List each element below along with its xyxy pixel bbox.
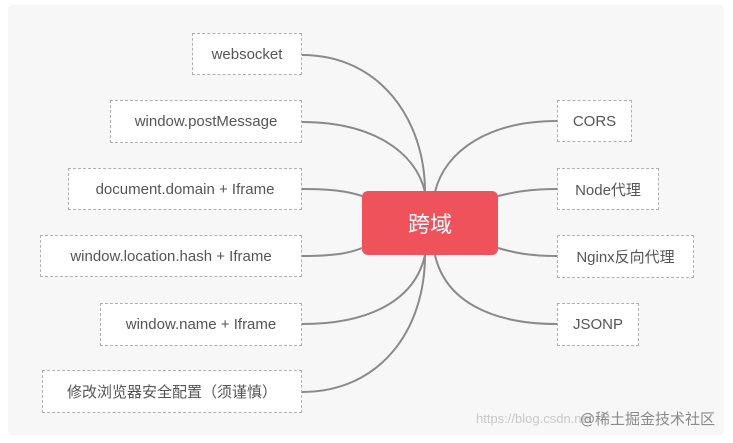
link-postmessage: [301, 121, 426, 193]
node-document-domain-iframe: document.domain + Iframe: [68, 168, 302, 210]
node-browser-security-config: 修改浏览器安全配置（须谨慎）: [42, 370, 302, 413]
link-document-domain: [301, 188, 363, 197]
link-cors: [434, 120, 558, 193]
node-nginx-reverse-proxy: Nginx反向代理: [557, 235, 694, 278]
watermark-url: https://blog.csdn.net: [476, 411, 593, 426]
node-cors: CORS: [557, 100, 632, 142]
link-jsonp: [434, 254, 558, 325]
center-node: 跨域: [362, 191, 498, 255]
link-browser-config: [301, 254, 426, 393]
link-location-hash: [301, 247, 363, 257]
node-window-name-iframe: window.name + Iframe: [100, 303, 302, 346]
node-jsonp: JSONP: [557, 303, 639, 346]
node-websocket: websocket: [192, 33, 302, 75]
link-websocket: [301, 54, 426, 193]
node-node-proxy: Node代理: [557, 168, 659, 210]
link-window-name: [301, 254, 426, 325]
link-node-proxy: [497, 188, 558, 197]
link-nginx: [497, 247, 558, 257]
node-window-location-hash-iframe: window.location.hash + Iframe: [40, 235, 302, 277]
watermark-brand: @稀土掘金技术社区: [580, 410, 716, 428]
node-window-postmessage: window.postMessage: [110, 100, 302, 143]
